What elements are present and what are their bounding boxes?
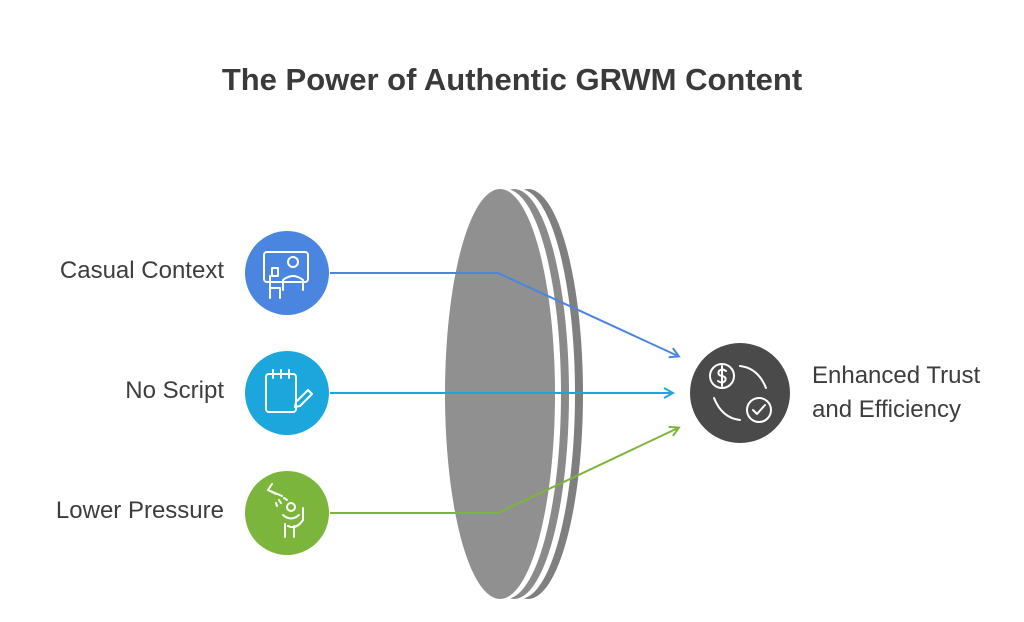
input-label-casual-context: Casual Context — [59, 257, 224, 284]
outcome-label-line1: Enhanced Trust — [812, 362, 981, 389]
outcome-label: Enhanced Trust and Efficiency — [812, 359, 1022, 427]
notepad-pencil-icon — [265, 369, 313, 413]
connector-lower-pressure — [330, 428, 678, 514]
casual-context-circle — [245, 231, 329, 315]
desk-person-icon — [263, 251, 309, 299]
connector-casual-context — [330, 272, 678, 356]
outcome-node — [690, 343, 790, 443]
diagram-title: The Power of Authentic GRWM Content — [221, 62, 803, 97]
dollar-cycle-check-icon — [709, 363, 772, 423]
shower-person-icon — [267, 483, 304, 538]
outcome-label-line2: and Efficiency — [812, 396, 961, 423]
casual-context-node — [245, 231, 329, 315]
lower-pressure-circle — [245, 471, 329, 555]
no-script-node — [245, 351, 329, 435]
input-label-no-script: No Script — [125, 377, 224, 404]
lower-pressure-node — [245, 471, 329, 555]
input-label-lower-pressure: Lower Pressure — [55, 497, 224, 524]
no-script-circle — [245, 351, 329, 435]
outcome-circle — [690, 343, 790, 443]
